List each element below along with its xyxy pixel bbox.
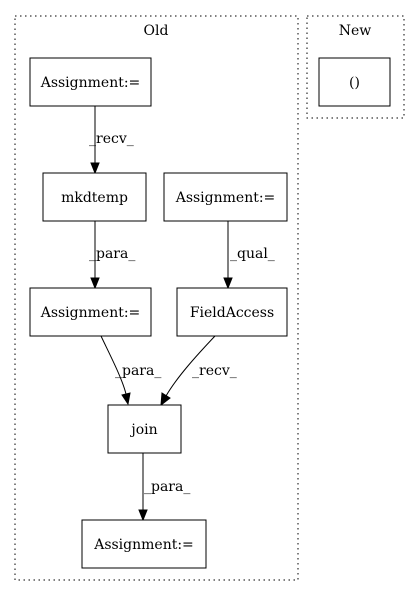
node-mkdtemp-label: mkdtemp: [61, 190, 128, 206]
node-assignment-mid[interactable]: Assignment:=: [29, 287, 152, 337]
cluster-new: New: [306, 15, 405, 119]
node-assignment-top[interactable]: Assignment:=: [29, 57, 152, 107]
node-join[interactable]: join: [107, 404, 182, 454]
node-new-call[interactable]: (): [318, 57, 391, 107]
cluster-old: Old: [14, 15, 299, 581]
edge-assign-right-to-field-access: _qual_: [223, 221, 275, 290]
node-assignment-right[interactable]: Assignment:=: [163, 172, 288, 222]
node-assignment-bottom[interactable]: Assignment:=: [81, 519, 207, 569]
node-assignment-top-label: Assignment:=: [40, 75, 141, 91]
node-join-label: join: [129, 422, 157, 438]
edge-assign-mid-to-join: _para_: [100, 335, 161, 406]
cluster-new-label: New: [339, 23, 372, 39]
edge-label-qual: _qual_: [230, 246, 275, 262]
edge-assign-top-to-mkdtemp: _recv_: [89, 106, 134, 175]
node-field-access[interactable]: FieldAccess: [176, 287, 288, 337]
edge-mkdtemp-to-assign-mid: _para_: [89, 221, 135, 290]
node-field-access-label: FieldAccess: [190, 305, 274, 321]
edge-label-para-3: _para_: [144, 479, 190, 495]
edge-label-para-2: _para_: [115, 363, 161, 379]
edge-label-para-1: _para_: [89, 246, 135, 262]
edge-join-to-assign-bottom: _para_: [138, 453, 190, 522]
edge-label-recv-1: _recv_: [89, 131, 134, 147]
cluster-old-label: Old: [144, 23, 169, 39]
edge-label-recv-2: _recv_: [192, 363, 237, 379]
node-mkdtemp[interactable]: mkdtemp: [42, 172, 147, 222]
node-assignment-right-label: Assignment:=: [175, 190, 276, 206]
node-assignment-mid-label: Assignment:=: [40, 305, 141, 321]
node-new-call-label: (): [349, 75, 360, 91]
node-assignment-bottom-label: Assignment:=: [93, 537, 194, 553]
edge-field-access-to-join: _recv_: [160, 335, 237, 407]
